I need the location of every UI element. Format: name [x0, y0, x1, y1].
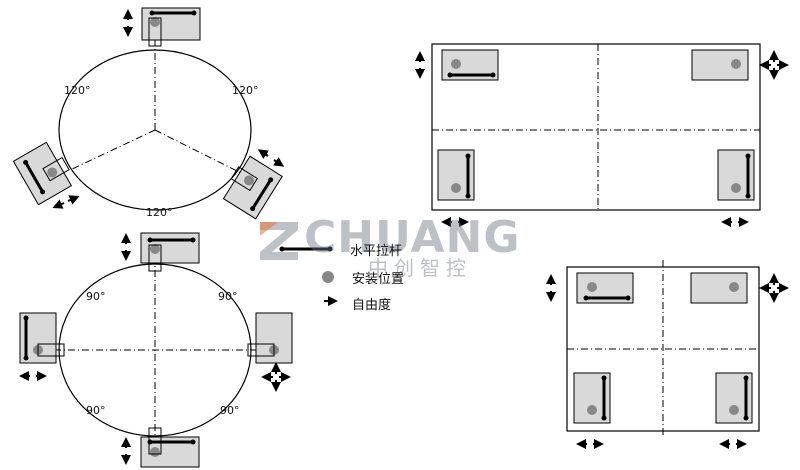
dof-free-icon: [759, 50, 789, 80]
module-four-top: [121, 232, 200, 272]
module-square-top-right: [690, 272, 789, 304]
module-large-bottom-left: [437, 149, 475, 227]
dof-lower-right-icon: [257, 149, 285, 167]
centerline-left: [69, 129, 156, 171]
legend-label-dof: 自由度: [352, 298, 392, 313]
module-square-top-left: [546, 272, 634, 304]
legend-icons: [279, 246, 338, 306]
dof-free-icon: [261, 362, 291, 392]
angle-label-upper-left: 90°: [86, 290, 106, 303]
angle-label-upper-left: 120°: [64, 84, 91, 97]
module-large-bottom-right: [717, 149, 755, 227]
mounting-position-icon: [322, 271, 334, 283]
three-point-layout: 120° 120° 120°: [12, 7, 285, 220]
angle-label-bottom: 120°: [146, 206, 173, 219]
four-point-layout: 90° 90° 90° 90°: [19, 232, 293, 468]
module-large-top-left: [415, 49, 499, 81]
angle-label-upper-right: 120°: [232, 84, 259, 97]
module-square-bottom-right: [715, 372, 753, 449]
module-four-bottom: [121, 427, 200, 468]
module-top: [123, 7, 201, 47]
module-four-left: [19, 312, 65, 381]
module-large-top-right: [691, 49, 789, 81]
module-lower-right: [222, 155, 283, 220]
module-square-bottom-left: [573, 372, 611, 449]
horizontal-tie-rod-icon: [279, 246, 333, 252]
rect-layout-large: [415, 43, 789, 227]
angle-label-lower-right: 90°: [220, 404, 240, 417]
dof-free-icon: [759, 273, 789, 303]
legend-label-mounting: 安装位置: [352, 272, 405, 287]
angle-label-upper-right: 90°: [218, 290, 238, 303]
angle-label-lower-left: 90°: [86, 404, 106, 417]
dof-lower-left-icon: [52, 195, 80, 209]
module-lower-left: [12, 141, 73, 206]
legend-label-tie-rod: 水平拉杆: [350, 244, 403, 259]
centerline-right: [154, 129, 246, 176]
module-four-right: [247, 312, 293, 392]
rect-layout-square: [546, 260, 789, 449]
